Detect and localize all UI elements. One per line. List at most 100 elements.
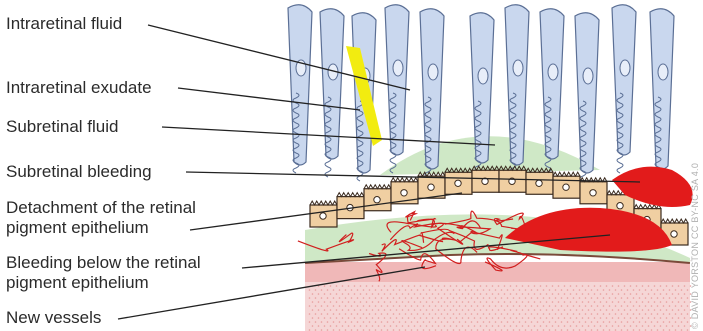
choroid-dot [585, 305, 587, 307]
choroid-dot [471, 321, 473, 323]
choroid-dot [561, 289, 563, 291]
choroid-dot [462, 285, 464, 287]
choroid-dot [489, 297, 491, 299]
choroid-dot [687, 313, 689, 315]
choroid-dot [603, 321, 605, 323]
choroid-dot [609, 321, 611, 323]
choroid-dot [342, 325, 344, 327]
choroid-dot [591, 289, 593, 291]
choroid-dot [372, 301, 374, 303]
choroid-dot [360, 285, 362, 287]
choroid-dot [315, 289, 317, 291]
choroid-dot [546, 309, 548, 311]
choroid-dot [330, 301, 332, 303]
choroid-dot [531, 305, 533, 307]
choroid-dot [540, 317, 542, 319]
choroid-dot [603, 289, 605, 291]
choroid-dot [498, 325, 500, 327]
choroid-dot [570, 301, 572, 303]
choroid-dot [369, 305, 371, 307]
choroid-dot [342, 309, 344, 311]
choroid-dot [435, 321, 437, 323]
choroid-dot [360, 309, 362, 311]
choroid-dot [480, 317, 482, 319]
choroid-dot [426, 317, 428, 319]
choroid-dot [567, 289, 569, 291]
choroid-dot [540, 285, 542, 287]
choroid-dot [360, 301, 362, 303]
choroid-dot [444, 301, 446, 303]
choroid-dot [426, 325, 428, 327]
choroid-dot [462, 325, 464, 327]
choroid-dot [639, 289, 641, 291]
choroid-dot [507, 321, 509, 323]
choroid-dot [531, 313, 533, 315]
choroid-dot [609, 313, 611, 315]
choroid-dot [624, 309, 626, 311]
choroid-dot [429, 297, 431, 299]
choroid-dot [546, 317, 548, 319]
rpe-microvilli [661, 219, 688, 223]
choroid-dot [381, 297, 383, 299]
choroid-dot [630, 285, 632, 287]
choroid-dot [678, 301, 680, 303]
choroid-dot [672, 285, 674, 287]
choroid-dot [486, 301, 488, 303]
choroid-dot [519, 321, 521, 323]
choroid-dot [414, 317, 416, 319]
choroid-dot [534, 285, 536, 287]
choroid-dot [606, 325, 608, 327]
rpe-nucleus [671, 231, 677, 237]
choroid-dot [390, 293, 392, 295]
choroid-dot [417, 305, 419, 307]
choroid-dot [534, 325, 536, 327]
choroid-dot [642, 293, 644, 295]
choroid-dot [429, 321, 431, 323]
choroid-dot [366, 285, 368, 287]
choroid-dot [426, 309, 428, 311]
choroid-dot [444, 285, 446, 287]
choroid-dot [462, 301, 464, 303]
choroid-dot [501, 321, 503, 323]
choroid-dot [432, 301, 434, 303]
choroid-dot [390, 325, 392, 327]
choroid-dot [651, 321, 653, 323]
choroid-dot [375, 313, 377, 315]
choroid-dot [411, 289, 413, 291]
choroid-dot [402, 325, 404, 327]
choroid-dot [687, 289, 689, 291]
choroid-dot [471, 289, 473, 291]
choroid-dot [339, 321, 341, 323]
choroid-dot [492, 325, 494, 327]
choroid-dot [531, 321, 533, 323]
choroid-dot [492, 285, 494, 287]
choroid-dot [318, 317, 320, 319]
choroid-dot [414, 293, 416, 295]
choroid-dot [684, 285, 686, 287]
choroid-dot [543, 313, 545, 315]
choroid-dot [366, 325, 368, 327]
choroid-dot [510, 309, 512, 311]
choroid-dot [645, 321, 647, 323]
choroid-dot [579, 305, 581, 307]
choroid-dot [666, 325, 668, 327]
choroid-dot [633, 297, 635, 299]
choroid-dot [468, 301, 470, 303]
photoreceptor-cell [650, 9, 674, 177]
choroid-dot [663, 297, 665, 299]
choroid-dot [552, 293, 554, 295]
choroid-dot [378, 285, 380, 287]
choroid-dot [543, 305, 545, 307]
choroid-dot [678, 285, 680, 287]
choroid-dot [402, 285, 404, 287]
choroid-dot [672, 325, 674, 327]
choroid-dot [402, 309, 404, 311]
choroid-dot [594, 285, 596, 287]
choroid-dot [357, 305, 359, 307]
choroid-dot [495, 297, 497, 299]
choroid-dot [495, 321, 497, 323]
choroid-dot [351, 289, 353, 291]
choroid-dot [588, 325, 590, 327]
choroid-dot [495, 289, 497, 291]
choroid-dot [486, 293, 488, 295]
